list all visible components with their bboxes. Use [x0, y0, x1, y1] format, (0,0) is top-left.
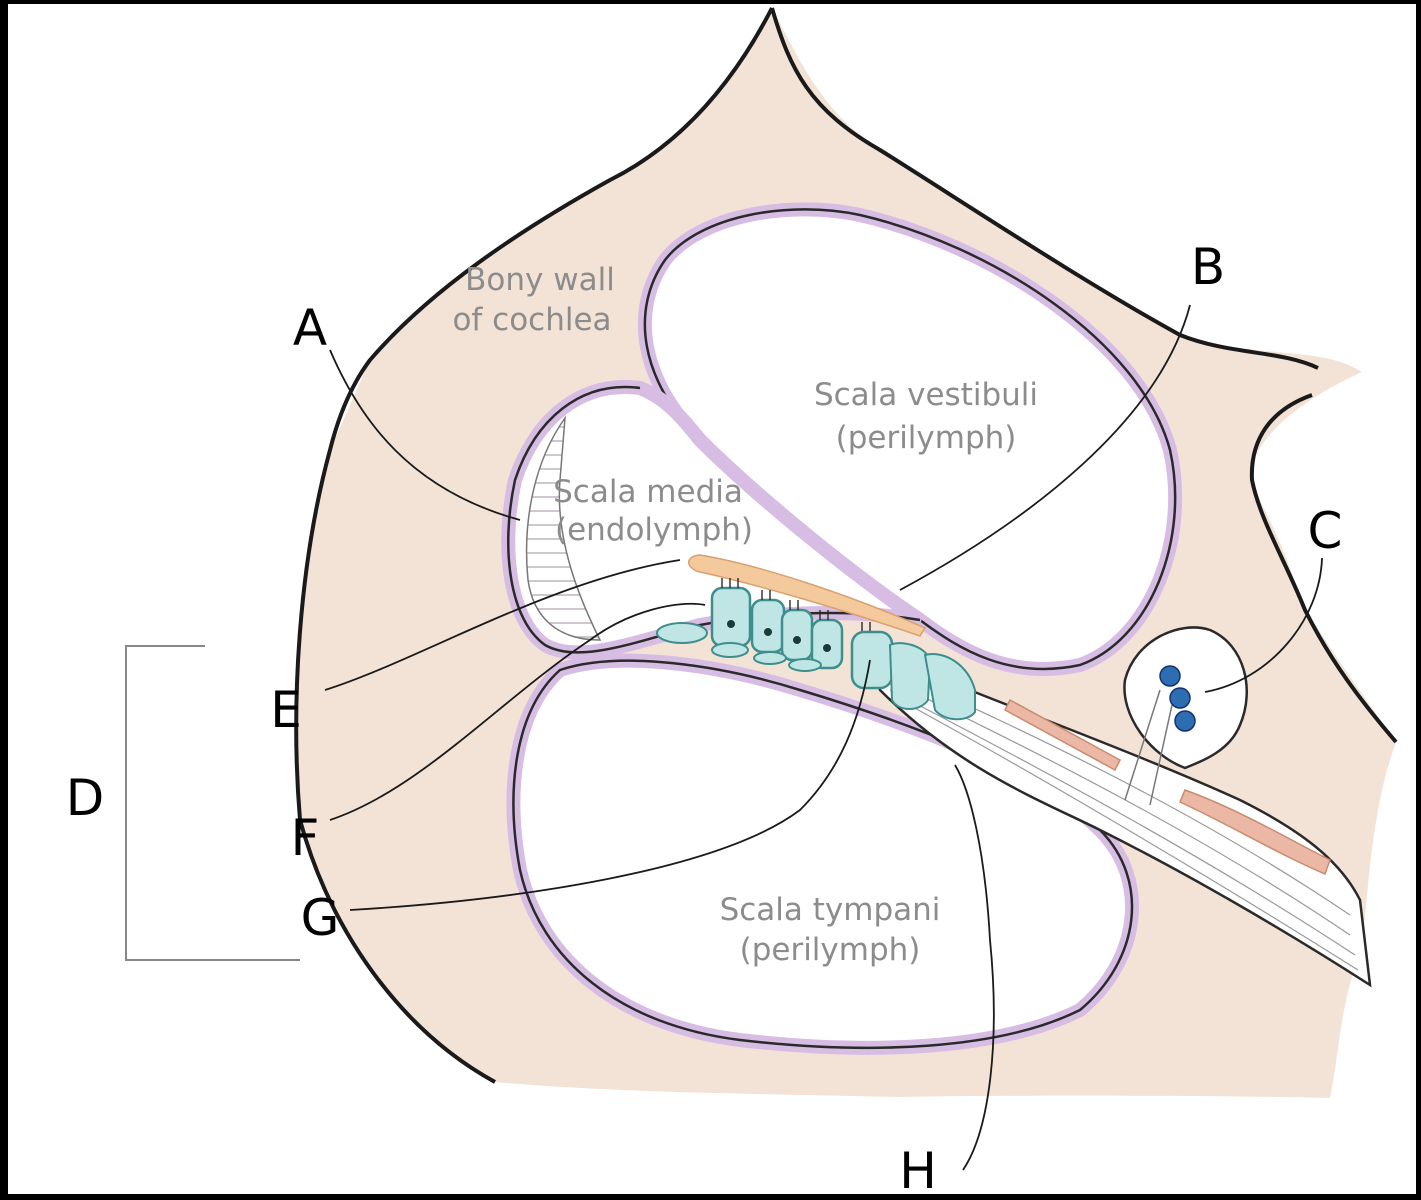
modiolus-edge — [1249, 393, 1398, 744]
scala-vestibuli-label: Scala vestibuli — [814, 377, 1038, 413]
label-c: C — [1308, 502, 1343, 560]
leader-line-c — [1204, 557, 1323, 693]
scala-media-label: Scala media — [553, 474, 743, 510]
leader-line-h — [954, 764, 995, 1171]
scala-tympani-label: Scala tympani — [720, 892, 941, 928]
inner-hair-cell — [850, 630, 894, 690]
supporting-cells — [656, 622, 976, 721]
leader-line-f — [329, 602, 706, 821]
label-g: G — [301, 889, 340, 947]
leader-line-a — [329, 349, 521, 521]
label-a: A — [293, 299, 327, 357]
stereocilia — [721, 578, 871, 632]
leader-line-g — [349, 659, 871, 911]
cochlear-nerve-bundle — [868, 647, 1372, 988]
label-f: F — [291, 809, 320, 867]
ganglion-fibers — [1124, 689, 1173, 806]
scala-media-label-line2: (endolymph) — [555, 512, 753, 548]
label-b: B — [1191, 238, 1225, 296]
label-e: E — [270, 681, 302, 739]
scala-vestibuli-label-line2: (perilymph) — [836, 420, 1017, 456]
ganglion-cell — [1159, 665, 1181, 687]
nerve-sheath-upper — [1004, 698, 1121, 772]
bony-wall-label: Bony wall — [465, 262, 615, 298]
stria-vascularis-hatched — [525, 415, 602, 641]
bony-wall-outline — [294, 7, 774, 1084]
bony-wall-outline-right — [770, 7, 1319, 370]
label-h: H — [899, 1142, 937, 1200]
scala-tympani-label-line2: (perilymph) — [740, 932, 921, 968]
ganglion-cell — [1169, 687, 1191, 709]
bony-wall-label-line2: of cochlea — [452, 302, 611, 338]
leader-line-b — [899, 304, 1191, 591]
leader-line-e — [324, 559, 681, 691]
scala-tympani-outline — [512, 659, 1134, 1050]
label-d: D — [66, 769, 105, 827]
nerve-sheath-lower — [1179, 789, 1331, 875]
ganglion-cell — [1174, 710, 1196, 732]
tectorial-membrane — [688, 554, 927, 637]
bracket-d — [125, 645, 300, 961]
